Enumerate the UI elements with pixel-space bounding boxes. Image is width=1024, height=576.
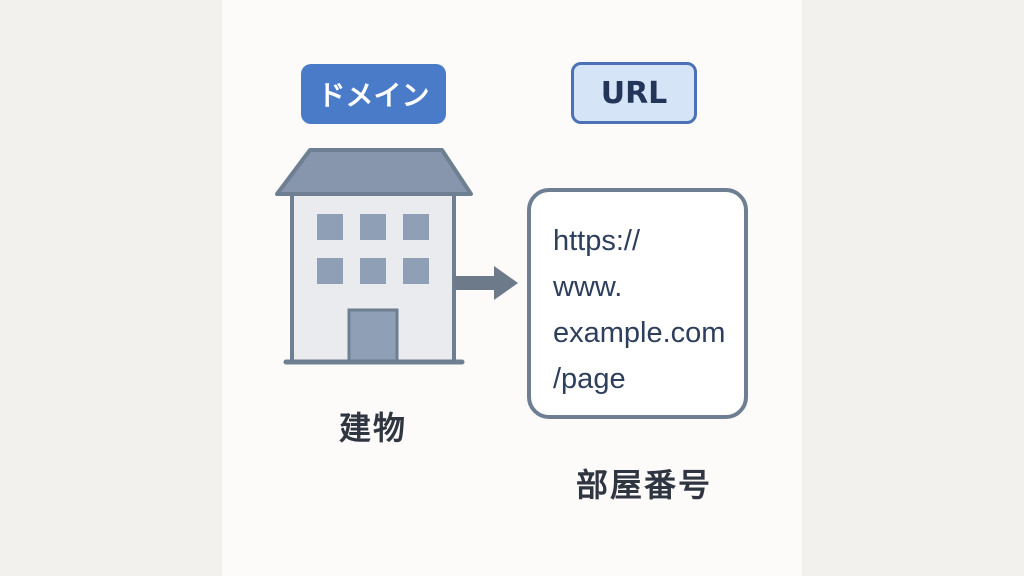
right-arrow-icon	[454, 266, 518, 300]
domain-badge: ドメイン	[301, 64, 446, 124]
building-caption: 建物	[339, 409, 408, 447]
room-number-caption: 部屋番号	[576, 466, 713, 504]
url-path: /page	[553, 363, 626, 395]
url-subdomain: www.	[553, 271, 623, 303]
url-host: example.com	[553, 317, 726, 349]
url-box: https:// www. example.com /page	[527, 188, 748, 419]
url-scheme: https://	[553, 225, 641, 257]
url-badge: URL	[571, 62, 697, 124]
office-building-icon	[275, 148, 473, 365]
